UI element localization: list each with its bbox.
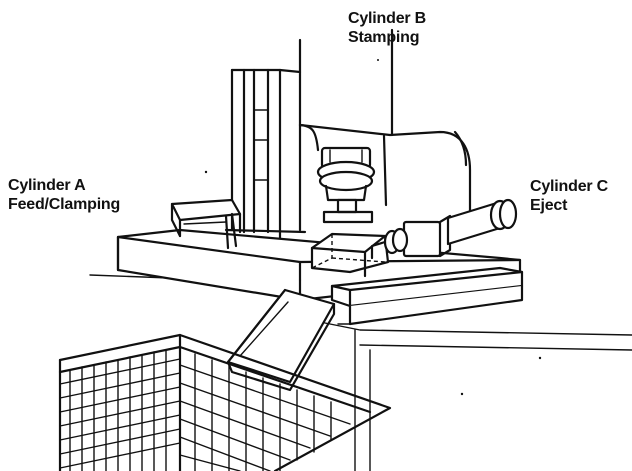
workpiece <box>310 232 390 278</box>
cylinder-c-function: Eject <box>530 197 568 214</box>
cylinder-c-eject <box>370 198 518 260</box>
cylinder-a-feed-rail <box>170 198 242 250</box>
collection-bin <box>58 333 392 471</box>
cylinder-b-label: Cylinder B Stamping <box>348 9 426 47</box>
cylinder-b-name: Cylinder B <box>348 10 427 27</box>
cylinder-c-label: Cylinder C Eject <box>530 177 608 215</box>
cylinder-a-label: Cylinder A Feed/Clamping <box>8 176 120 214</box>
cylinder-b-punch <box>316 146 376 224</box>
cylinder-c-name: Cylinder C <box>530 178 609 195</box>
stamping-press-head <box>298 28 472 232</box>
cylinder-a-name: Cylinder A <box>8 177 86 194</box>
cylinder-b-function: Stamping <box>348 29 420 46</box>
cylinder-a-function: Feed/Clamping <box>8 196 121 213</box>
output-chute <box>226 288 336 392</box>
press-column <box>224 68 307 242</box>
eject-rail <box>330 266 524 326</box>
scan-dots <box>204 59 542 396</box>
